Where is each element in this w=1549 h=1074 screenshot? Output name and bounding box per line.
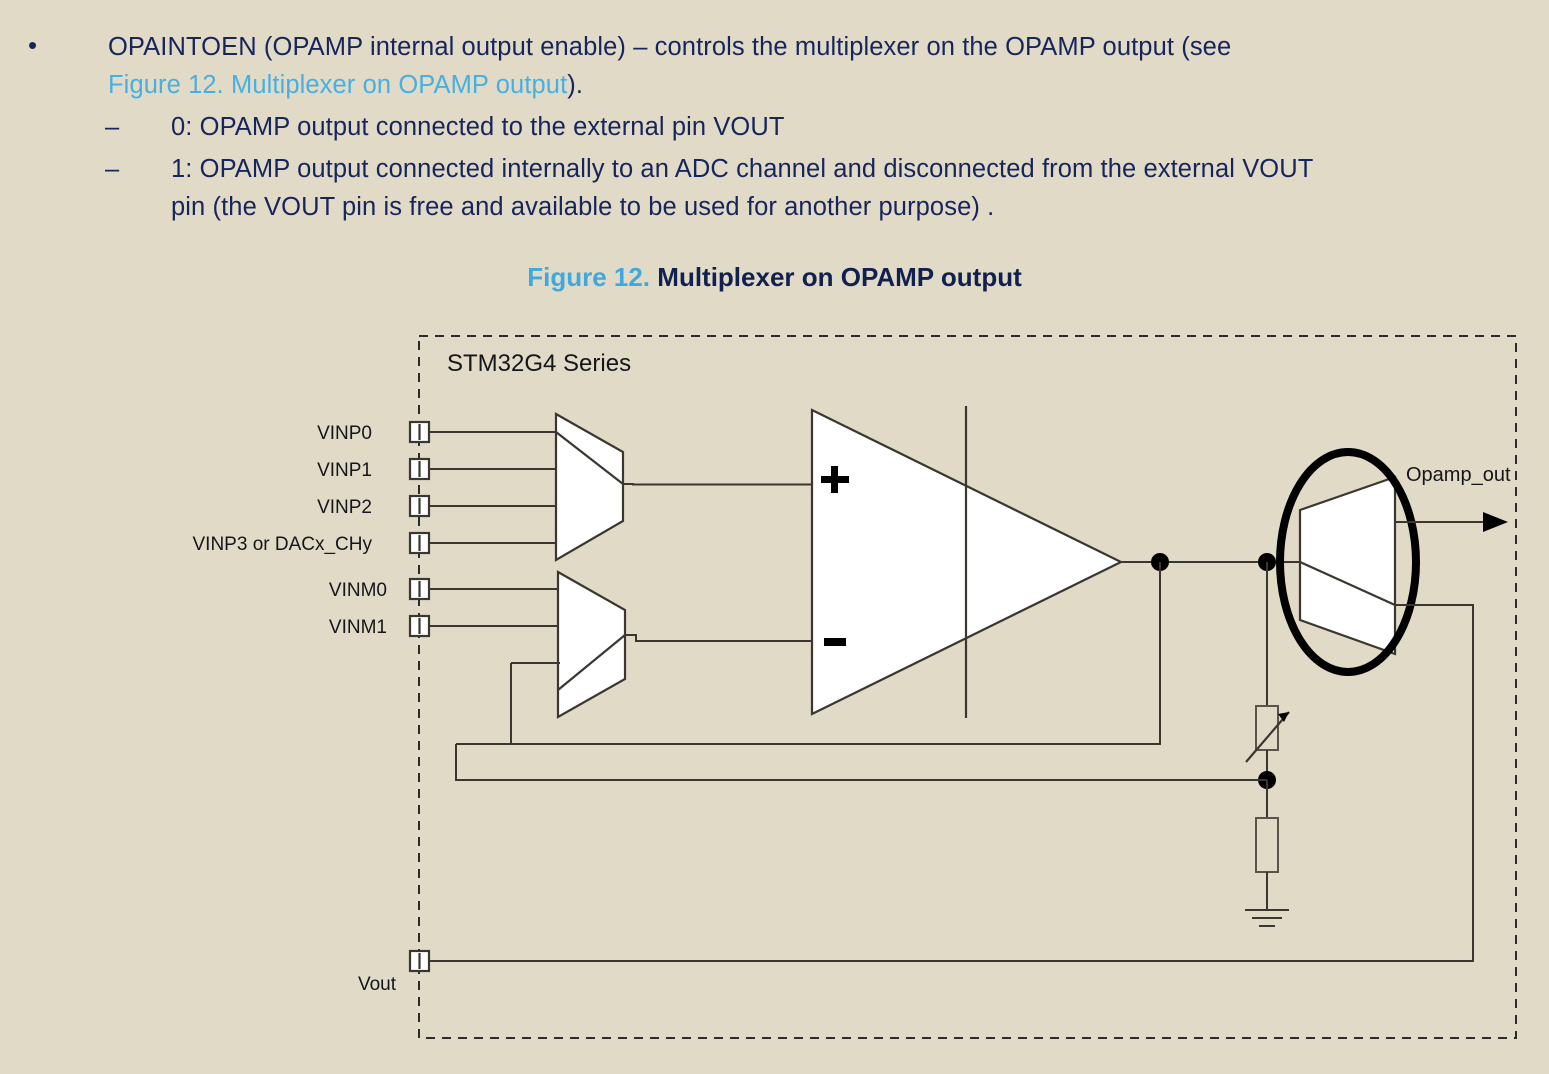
dash-marker-icon-0: – [105, 113, 120, 141]
bullet-opaintoen-line1: OPAINTOEN (OPAMP internal output enable)… [108, 33, 1232, 61]
opamp-symbol [810, 406, 1124, 718]
figure-caption: Figure 12. Multiplexer on OPAMP output [0, 262, 1549, 293]
pin-label-vinm0: VINM0 [329, 580, 387, 601]
pin-symbol-vinp1 [408, 457, 431, 481]
fixed-resistor-symbol [1255, 817, 1279, 873]
pin-label-vinp0: VINP0 [317, 423, 372, 444]
opamp-minus-sign [824, 638, 846, 646]
wire-mux-plus-to-opamp [623, 483, 812, 486]
highlight-ellipse-output-mux [1276, 448, 1420, 676]
sub-item-value-0: – 0: OPAMP output connected to the exter… [105, 108, 1505, 146]
sub-item-value-0-text: 0: OPAMP output connected to the externa… [171, 113, 785, 141]
sub-item-value-1: – 1: OPAMP output connected internally t… [105, 150, 1505, 226]
sub-item-value-1-line1: 1: OPAMP output connected internally to … [171, 155, 1314, 183]
wire-outer-feedback [455, 744, 1267, 781]
sub-item-value-1-line2: pin (the VOUT pin is free and available … [171, 193, 995, 221]
bullet-marker-icon: • [28, 30, 38, 60]
ground-symbol-icon [1245, 909, 1289, 927]
bullet-item-opaintoen: • OPAINTOEN (OPAMP internal output enabl… [28, 28, 1498, 104]
figure-caption-title: Multiplexer on OPAMP output [657, 262, 1022, 292]
chip-label-stm32g4: STM32G4 Series [447, 350, 631, 377]
input-mux-noninverting [554, 412, 625, 562]
dash-marker-icon-1: – [105, 155, 120, 183]
pin-symbol-vinp3 [408, 531, 431, 555]
figure-caption-number: Figure 12. [527, 262, 651, 292]
pin-symbol-vinp2 [408, 494, 431, 518]
wire-mux-minus-to-opamp [625, 634, 812, 642]
figure-12-hyperlink[interactable]: Figure 12. Multiplexer on OPAMP output [108, 71, 568, 99]
bullet-opaintoen-closing: ). [567, 71, 584, 99]
pin-symbol-vout [408, 949, 431, 973]
pin-symbol-vinp0 [408, 420, 431, 444]
pin-label-vinp3-dacx: VINP3 or DACx_CHy [193, 534, 373, 555]
chip-boundary-dashed-rect [418, 335, 1517, 1039]
pin-symbol-vinm0 [408, 577, 431, 601]
pin-label-vinm1: VINM1 [329, 617, 387, 638]
pin-label-vout: Vout [358, 974, 397, 995]
pin-symbol-vinm1 [408, 614, 431, 638]
wire-output-mux-to-vout-pin [429, 604, 1474, 962]
bullet-opaintoen-text: OPAINTOEN (OPAMP internal output enable)… [108, 28, 1478, 104]
output-demultiplexer [1298, 475, 1397, 656]
wire-inner-feedback [510, 562, 1161, 745]
label-opamp-out: Opamp_out [1406, 464, 1511, 486]
pin-label-vinp2: VINP2 [317, 497, 372, 518]
pin-label-vinp1: VINP1 [317, 460, 372, 481]
arrowhead-opamp-out-icon [1483, 512, 1508, 532]
input-mux-inverting [556, 570, 627, 719]
opamp-plus-sign [821, 466, 849, 493]
variable-resistor-symbol [1245, 705, 1290, 763]
sub-item-value-1-text: 1: OPAMP output connected internally to … [171, 150, 1501, 226]
figure-12-diagram: STM32G4 Series VINP0 VINP1 VINP2 VINP3 o… [0, 310, 1549, 1074]
opamp-output-multiplexer-schematic: STM32G4 Series VINP0 VINP1 VINP2 VINP3 o… [193, 335, 1517, 1039]
